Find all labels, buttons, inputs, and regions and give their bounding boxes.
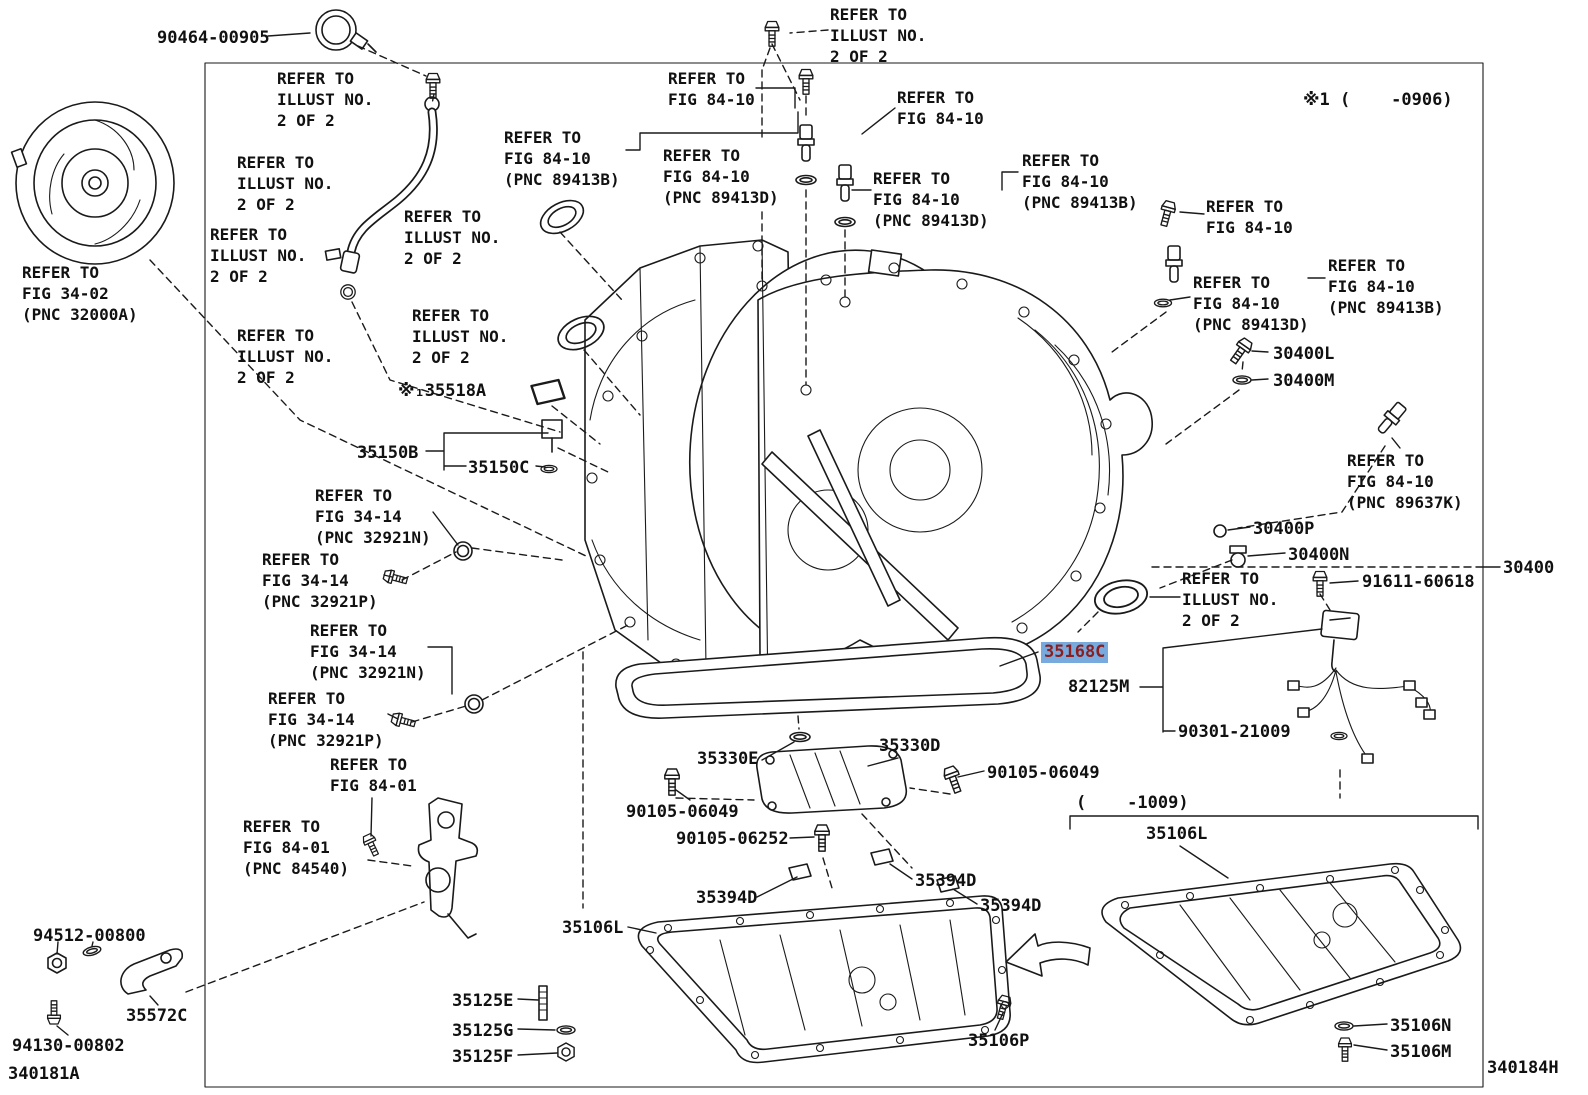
- diagram-frame: [204, 62, 1484, 1088]
- part-35150B[interactable]: 35150B: [357, 443, 419, 463]
- plug-30400N-illustration: [1229, 545, 1247, 568]
- part-90105-06049-b[interactable]: 90105-06049: [626, 802, 739, 822]
- part-35572C[interactable]: 35572C: [126, 1006, 188, 1026]
- note-fig84-01-b: REFER TO FIG 84-01 (PNC 84540): [243, 817, 349, 878]
- part-35106N[interactable]: 35106N: [1390, 1016, 1452, 1036]
- part-91611-60618[interactable]: 91611-60618: [1362, 572, 1475, 592]
- part-94130-00802[interactable]: 94130-00802: [12, 1036, 125, 1056]
- note-fig84-10-i: REFER TO FIG 84-10 (PNC 89413B): [1328, 256, 1444, 317]
- note-fig84-01-a: REFER TO FIG 84-01: [330, 755, 417, 795]
- part-90105-06252[interactable]: 90105-06252: [676, 829, 789, 849]
- dashed-leader-lines: [149, 29, 1484, 993]
- part-94512-00800[interactable]: 94512-00800: [33, 926, 146, 946]
- part-35150C[interactable]: 35150C: [468, 458, 530, 478]
- part-35106L-a[interactable]: 35106L: [562, 918, 624, 938]
- part-30400N[interactable]: 30400N: [1288, 545, 1350, 565]
- note-fig84-10-c: REFER TO FIG 84-10 (PNC 89413D): [663, 146, 779, 207]
- breather-hose-illustration: [324, 96, 440, 274]
- note-fig34-14-d: REFER TO FIG 34-14 (PNC 32921P): [268, 689, 384, 750]
- part-35125E[interactable]: 35125E: [452, 991, 514, 1011]
- note-illust-c: REFER TO ILLUST NO. 2 OF 2: [210, 225, 307, 286]
- part-35106M[interactable]: 35106M: [1390, 1042, 1452, 1062]
- note-applicability-1009: ( -1009): [1076, 793, 1189, 813]
- part-35168C[interactable]: 35168C: [1041, 642, 1109, 663]
- strainer-35330D-illustration: [755, 745, 908, 814]
- note-illust-h: REFER TO ILLUST NO. 2 OF 2: [1182, 569, 1279, 630]
- arrow-icon: [1005, 933, 1091, 977]
- note-illust-f: REFER TO ILLUST NO. 2 OF 2: [412, 306, 509, 367]
- note-illust-b: REFER TO ILLUST NO. 2 OF 2: [237, 153, 334, 214]
- note-fig84-10-a: REFER TO FIG 84-10 (PNC 89413B): [504, 128, 620, 189]
- note-fig84-10-h: REFER TO FIG 84-10 (PNC 89413D): [1193, 273, 1309, 334]
- part-35330D[interactable]: 35330D: [879, 736, 941, 756]
- note-illust-a: REFER TO ILLUST NO. 2 OF 2: [277, 69, 374, 130]
- part-35330E[interactable]: 35330E: [697, 749, 759, 769]
- note-fig84-10-j: REFER TO FIG 84-10 (PNC 89637K): [1347, 451, 1463, 512]
- part-35125F[interactable]: 35125F: [452, 1047, 514, 1067]
- note-fig34-14-b: REFER TO FIG 34-14 (PNC 32921P): [262, 550, 378, 611]
- note-fig34-14-a: REFER TO FIG 34-14 (PNC 32921N): [315, 486, 431, 547]
- part-35518A[interactable]: ※₁35518A: [398, 381, 487, 401]
- note-fig84-10-e: REFER TO FIG 84-10 (PNC 89413D): [873, 169, 989, 230]
- note-fig84-10-d: REFER TO FIG 84-10: [897, 88, 984, 128]
- hole-markers: [756, 280, 851, 396]
- part-90464-00905[interactable]: 90464-00905: [157, 28, 270, 48]
- part-30400P[interactable]: 30400P: [1253, 519, 1315, 539]
- part-90301-21009[interactable]: 90301-21009: [1178, 722, 1291, 742]
- torque-converter-illustration: [10, 101, 175, 265]
- note-fig84-10-b: REFER TO FIG 84-10: [668, 69, 755, 109]
- note-fig34-02: REFER TO FIG 34-02 (PNC 32000A): [22, 263, 138, 324]
- gasket-35168C-illustration: [615, 636, 1041, 719]
- clamp-illustration: [315, 9, 377, 53]
- part-35125G[interactable]: 35125G: [452, 1021, 514, 1041]
- note-illust-e: REFER TO ILLUST NO. 2 OF 2: [404, 207, 501, 268]
- parking-lever-illustration: [417, 797, 479, 939]
- part-35106L-b[interactable]: 35106L: [1146, 824, 1208, 844]
- note-fig34-14-c: REFER TO FIG 34-14 (PNC 32921N): [310, 621, 426, 682]
- part-35394D-c[interactable]: 35394D: [980, 896, 1042, 916]
- stud-35125E-illustration: [538, 985, 548, 1021]
- part-35394D-a[interactable]: 35394D: [915, 871, 977, 891]
- oil-pan-rear-illustration: [1101, 862, 1462, 1026]
- part-30400L[interactable]: 30400L: [1273, 344, 1335, 364]
- note-illust-g: REFER TO ILLUST NO. 2 OF 2: [830, 5, 927, 66]
- part-30400M[interactable]: 30400M: [1273, 371, 1335, 391]
- note-fig84-10-g: REFER TO FIG 84-10: [1206, 197, 1293, 237]
- note-illust-d: REFER TO ILLUST NO. 2 OF 2: [237, 326, 334, 387]
- solid-leader-lines: [56, 32, 1501, 1056]
- transaxle-case-illustration: [584, 239, 1153, 701]
- part-35394D-b[interactable]: 35394D: [696, 888, 758, 908]
- harness-82125M-illustration: [1287, 609, 1436, 764]
- part-82125M[interactable]: 82125M: [1068, 677, 1130, 697]
- footer-right: 340184H: [1487, 1058, 1559, 1078]
- footer-left: 340181A: [8, 1064, 80, 1084]
- ball-30400P-illustration: [1213, 524, 1227, 538]
- note-fig84-10-f: REFER TO FIG 84-10 (PNC 89413B): [1022, 151, 1138, 212]
- note-applicability-0906: ※1 ( -0906): [1303, 90, 1453, 110]
- part-35106P[interactable]: 35106P: [968, 1031, 1030, 1051]
- part-90105-06049-a[interactable]: 90105-06049: [987, 763, 1100, 783]
- lever-35572C-illustration: [120, 948, 184, 995]
- part-30400[interactable]: 30400: [1503, 558, 1555, 578]
